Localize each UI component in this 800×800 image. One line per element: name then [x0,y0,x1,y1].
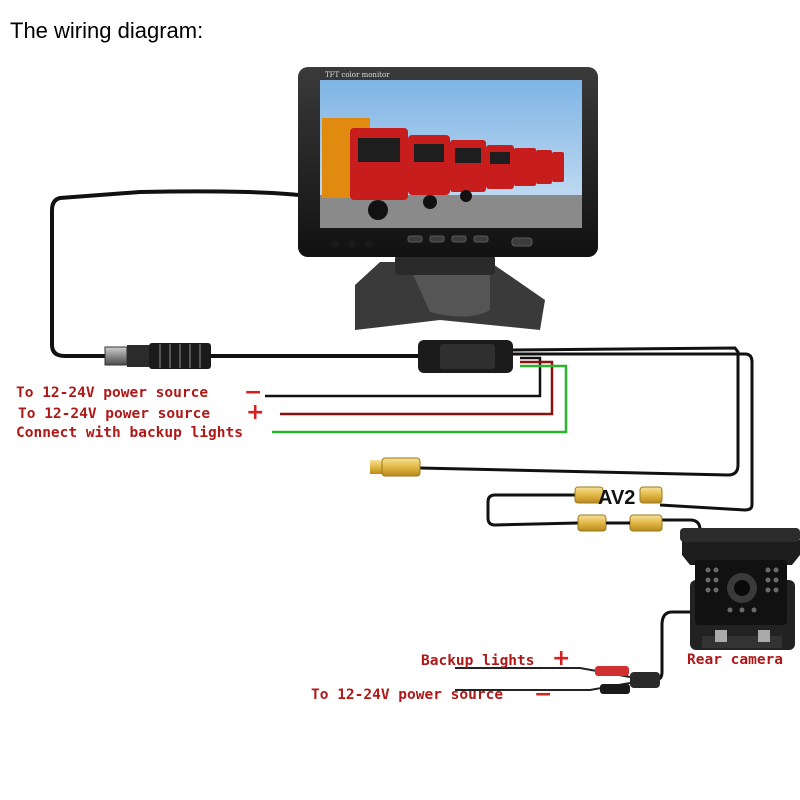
rca-plug-left [370,457,421,477]
power-positive-label: To 12-24V power source [18,406,211,422]
minus-icon: − [534,682,553,707]
monitor-brand-text: TFT color monitor [325,71,390,79]
monitor-cable [50,189,420,358]
plus-icon: + [246,400,265,425]
aviation-connector [104,343,211,369]
monitor: TFT color monitor [298,67,598,330]
camera-wire-tails [455,666,660,694]
av2-label: AV2 [598,487,635,509]
power-negative-label: To 12-24V power source [16,385,209,401]
minus-icon: − [244,380,263,405]
rear-camera [680,528,800,650]
rear-camera-label: Rear camera [687,652,784,668]
power-wires [265,356,568,434]
diagram-title: The wiring diagram: [10,18,204,43]
camera-backup-lights-label: Backup lights [421,653,535,669]
camera-power-label: To 12-24V power source [311,687,504,703]
av2-connector [574,486,663,532]
splitter-box [418,340,513,373]
av2-cable [419,346,740,477]
plus-icon: + [552,646,571,671]
backup-lights-connect-label: Connect with backup lights [16,425,243,441]
